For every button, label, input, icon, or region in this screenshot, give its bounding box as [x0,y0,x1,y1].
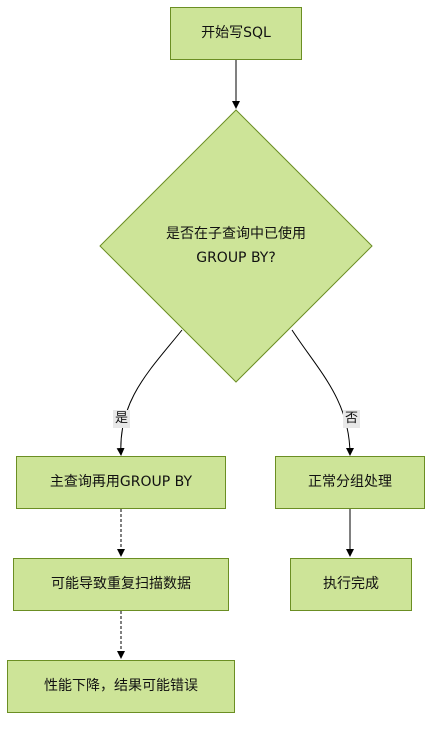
node-rescan: 可能导致重复扫描数据 [13,558,229,611]
node-done: 执行完成 [290,558,412,611]
node-main-group-by: 主查询再用GROUP BY [16,456,226,509]
node-rescan-label: 可能导致重复扫描数据 [51,575,191,592]
node-normal-grouping: 正常分组处理 [275,456,425,509]
edge-label-no: 否 [343,410,361,428]
node-done-label: 执行完成 [323,575,379,592]
node-start-label: 开始写SQL [201,24,271,41]
edge-decision-no [291,329,354,456]
edge-decision-yes [116,329,183,456]
decision-label-line1: 是否在子查询中已使用 [166,225,306,242]
node-main-group-by-label: 主查询再用GROUP BY [49,473,193,490]
node-performance-label: 性能下降，结果可能错误 [44,677,198,694]
decision-diamond [99,109,373,383]
edge-label-yes: 是 [113,410,131,428]
node-performance: 性能下降，结果可能错误 [7,660,235,713]
decision-text: 是否在子查询中已使用 GROUP BY? [140,218,332,274]
node-normal-grouping-label: 正常分组处理 [308,473,392,490]
decision-label-line2: GROUP BY? [196,250,276,266]
node-start: 开始写SQL [170,7,302,60]
